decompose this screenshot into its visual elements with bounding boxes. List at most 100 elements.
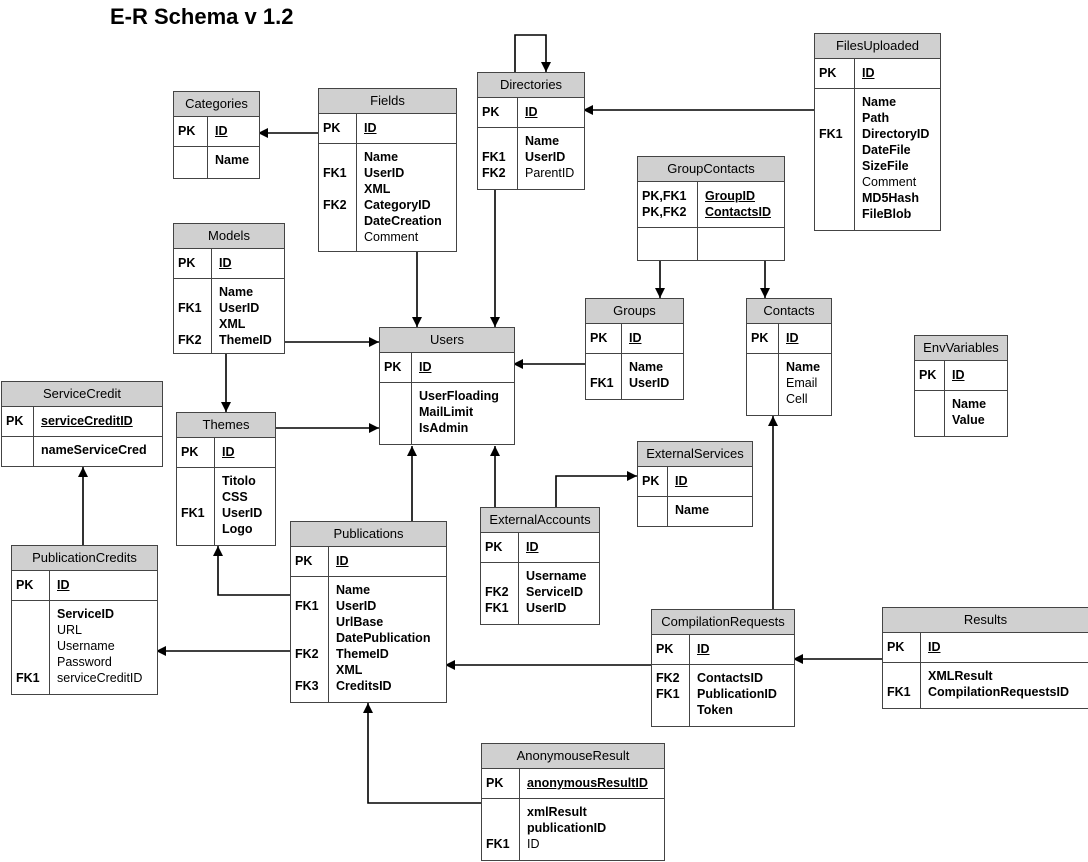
attribute-column: ID <box>668 467 752 496</box>
key-label: PK <box>384 360 402 374</box>
attribute: ThemeID <box>336 647 389 661</box>
attribute: CreditsID <box>336 679 392 693</box>
primary-key-attribute: ID <box>57 578 70 592</box>
attribute-column: ID <box>518 98 584 127</box>
attribute: ContactsID <box>697 671 763 685</box>
attribute: UserID <box>629 376 670 390</box>
attribute: XML <box>219 317 246 331</box>
primary-key-section: PK ID <box>174 249 284 279</box>
key-label: PK <box>178 256 196 270</box>
entity-title: PublicationCredits <box>12 546 157 571</box>
primary-key-attribute: ID <box>697 642 710 656</box>
key-column <box>747 354 779 415</box>
key-label: FK2 <box>656 671 680 685</box>
attribute: UserID <box>526 601 567 615</box>
key-column: PK <box>174 117 208 146</box>
key-label <box>16 654 45 670</box>
attribute: ID <box>527 837 540 851</box>
key-label: PK <box>323 121 341 135</box>
attribute: serviceCreditID <box>57 671 143 685</box>
key-label: PK <box>919 368 937 382</box>
key-label <box>384 404 407 420</box>
attribute: Email <box>786 376 818 390</box>
entity-title: Directories <box>478 73 584 98</box>
key-label: FK2 <box>295 647 319 661</box>
primary-key-attribute: ID <box>526 540 539 554</box>
key-label <box>323 149 352 165</box>
key-column: FK1 <box>586 354 622 399</box>
relationship-publications-to-themes <box>213 546 290 596</box>
attribute-column: ID <box>519 533 599 562</box>
attribute: Name <box>215 153 250 167</box>
attribute-column: ID <box>690 635 794 664</box>
attribute-column: serviceCreditID <box>34 407 162 436</box>
key-column: PK <box>380 353 412 382</box>
key-column: PK <box>478 98 518 127</box>
attribute-column: ID <box>779 324 831 353</box>
key-label <box>323 229 352 245</box>
attribute: CategoryID <box>364 198 431 212</box>
attribute-column: ID <box>945 361 1007 390</box>
key-label <box>887 668 916 684</box>
key-label <box>819 110 850 126</box>
attribute-column: Name <box>668 497 752 526</box>
key-label <box>16 622 45 638</box>
attribute: Username <box>526 569 587 583</box>
attribute: Token <box>697 703 733 717</box>
attribute-column: ID <box>921 633 1088 662</box>
key-label <box>486 820 515 836</box>
attribute: MD5Hash <box>862 191 919 205</box>
entity-title: Publications <box>291 522 446 547</box>
key-column: FK1 <box>815 89 855 230</box>
key-column: FK1 <box>883 663 921 708</box>
key-label <box>295 630 324 646</box>
key-label <box>178 152 203 168</box>
primary-key-attribute: ID <box>219 256 232 270</box>
key-label <box>751 359 774 375</box>
key-label <box>295 614 324 630</box>
key-column <box>174 147 208 178</box>
key-column: PK <box>915 361 945 390</box>
primary-key-attribute: ID <box>419 360 432 374</box>
key-label: PK <box>6 414 24 428</box>
key-column: FK1 <box>12 601 50 694</box>
key-label <box>178 316 207 332</box>
key-column: FK1 <box>482 799 520 860</box>
key-label: FK3 <box>295 679 319 693</box>
key-label: PK,FK2 <box>642 205 687 219</box>
primary-key-attribute: ID <box>786 331 799 345</box>
attribute-column: ID <box>855 59 940 88</box>
relationship-externalaccounts-to-externalservices <box>555 471 637 507</box>
attribute: URL <box>57 623 83 637</box>
entity-title: FilesUploaded <box>815 34 940 59</box>
attribute-column: ID <box>208 117 259 146</box>
attribute: Titolo <box>222 474 256 488</box>
key-label <box>819 206 850 222</box>
entity-title: Contacts <box>747 299 831 324</box>
primary-key-attribute: GroupID <box>705 189 755 203</box>
primary-key-section: PK serviceCreditID <box>2 407 162 437</box>
attribute: Comment <box>862 175 917 189</box>
